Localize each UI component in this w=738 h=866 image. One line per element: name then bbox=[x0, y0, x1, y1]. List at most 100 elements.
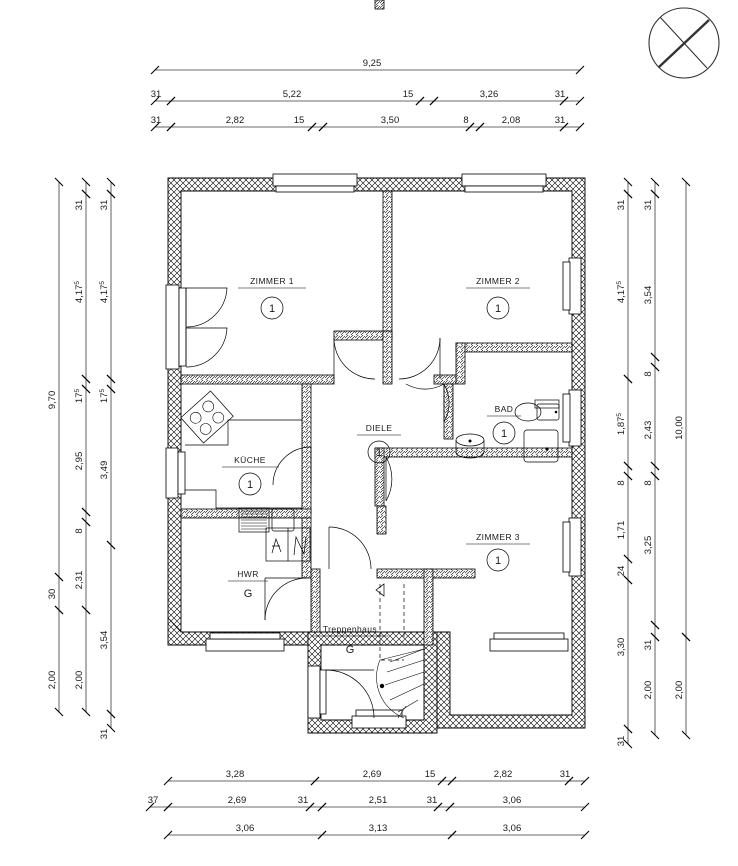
toilet-icon bbox=[514, 399, 560, 422]
dimension-label: 15 bbox=[425, 769, 436, 780]
dimension-label: 2,00 bbox=[74, 671, 85, 690]
door-zimmer2-diele bbox=[398, 337, 441, 380]
winder-staircase-icon bbox=[375, 583, 425, 719]
room-label-text: KÜCHE bbox=[234, 455, 266, 465]
dimension-label: 10,00 bbox=[674, 416, 685, 440]
dimension-label: 31 bbox=[427, 795, 438, 806]
door-kueche bbox=[272, 446, 312, 486]
window-bottom-porch bbox=[351, 709, 407, 729]
room-marker: 1 bbox=[247, 479, 253, 491]
room-label-text: ZIMMER 1 bbox=[250, 276, 294, 286]
dimension-label: 31 bbox=[616, 200, 627, 211]
room-label-text: BAD bbox=[495, 404, 514, 414]
dimension-label: 31 bbox=[555, 115, 566, 126]
dimension-label: 2,08 bbox=[502, 115, 521, 126]
door-diele-treppenhaus bbox=[328, 526, 372, 570]
interior-walls bbox=[180, 0, 573, 646]
room-label-text: ZIMMER 2 bbox=[476, 276, 520, 286]
fixtures bbox=[180, 390, 560, 719]
dimension-label: 2,95 bbox=[74, 452, 85, 471]
dimension-label: 3,30 bbox=[616, 638, 627, 657]
dimension-label: 15 bbox=[403, 89, 414, 100]
room-label-kueche: KÜCHE 1 bbox=[222, 455, 279, 496]
french-door-zimmer1 bbox=[165, 284, 228, 370]
dimension-label: 31 bbox=[298, 795, 309, 806]
washbasin-icon bbox=[455, 433, 485, 459]
dimension-label: 4,175 bbox=[616, 281, 627, 304]
room-label-bad: BAD 1 bbox=[487, 404, 521, 445]
dimension-label: 2,00 bbox=[674, 681, 685, 700]
dimension-label: 2,82 bbox=[494, 769, 513, 780]
dimension-label: 37 bbox=[148, 795, 159, 806]
room-marker: 1 bbox=[495, 303, 501, 315]
dimension-label: 2,51 bbox=[369, 795, 388, 806]
dimension-label: 31 bbox=[643, 640, 654, 651]
dimension-label: 31 bbox=[643, 200, 654, 211]
dimension-label: 2,31 bbox=[74, 571, 85, 590]
dimension-label: 3,06 bbox=[236, 823, 255, 834]
room-label-zimmer2: ZIMMER 2 1 bbox=[466, 276, 530, 320]
window-right-1 bbox=[562, 257, 582, 315]
dimension-label: 31 bbox=[560, 769, 571, 780]
dimension-label: 3,28 bbox=[226, 769, 245, 780]
dimension-label: 3,06 bbox=[503, 823, 522, 834]
window-top-1 bbox=[272, 173, 358, 193]
kitchen-stove-icon bbox=[180, 390, 234, 444]
dimension-label: 9,25 bbox=[363, 58, 382, 69]
dimension-label: 4,175 bbox=[74, 281, 85, 304]
dimension-label: 8 bbox=[463, 115, 468, 126]
dimension-label: 2,69 bbox=[228, 795, 247, 806]
window-right-3 bbox=[562, 517, 582, 577]
dimension-label: 3,26 bbox=[480, 89, 499, 100]
room-label-diele: DIELE 1 bbox=[357, 423, 401, 464]
shower-tray-icon bbox=[523, 429, 559, 463]
dimension-label: 2,00 bbox=[47, 671, 58, 690]
room-marker: G bbox=[346, 644, 355, 656]
window-bottom-2 bbox=[489, 632, 569, 652]
utility-meter-box-icon bbox=[265, 527, 311, 562]
room-marker: 1 bbox=[269, 303, 275, 315]
door-zimmer1-diele bbox=[333, 337, 376, 380]
window-porch-left bbox=[307, 665, 327, 719]
dimension-label: 3,49 bbox=[99, 461, 110, 480]
dimension-label: 5,22 bbox=[283, 89, 302, 100]
room-marker: 1 bbox=[376, 447, 382, 459]
dimension-label: 3,13 bbox=[369, 823, 388, 834]
dimension-label: 175 bbox=[74, 389, 85, 404]
dimension-label: 3,50 bbox=[381, 115, 400, 126]
dimension-label: 30 bbox=[47, 589, 58, 600]
dimension-label: 8 bbox=[616, 480, 627, 485]
windows bbox=[165, 173, 582, 729]
door-treppenhaus-entrance bbox=[325, 669, 375, 719]
dimension-label: 31 bbox=[74, 200, 85, 211]
room-marker: 1 bbox=[501, 428, 507, 440]
room-label-text: DIELE bbox=[366, 423, 393, 433]
dimension-label: 3,25 bbox=[643, 536, 654, 555]
window-top-2 bbox=[461, 173, 547, 193]
dimension-label: 31 bbox=[616, 736, 627, 747]
kitchen-sink-icon bbox=[238, 507, 295, 533]
dimension-label: 2,69 bbox=[363, 769, 382, 780]
room-label-hwr: HWR G bbox=[228, 569, 268, 600]
north-compass-icon bbox=[648, 7, 720, 79]
room-labels: ZIMMER 1 1 ZIMMER 2 1 ZIMMER 3 1 BAD 1 K… bbox=[222, 276, 530, 656]
window-right-2 bbox=[562, 389, 582, 447]
door-hwr bbox=[264, 577, 308, 621]
door-zimmer3 bbox=[385, 456, 393, 502]
dimension-label: 3,54 bbox=[643, 286, 654, 305]
dimension-label: 8 bbox=[74, 528, 85, 533]
room-label-zimmer1: ZIMMER 1 1 bbox=[238, 276, 306, 320]
dimension-label: 2,00 bbox=[643, 681, 654, 700]
room-marker: 1 bbox=[495, 555, 501, 567]
dimension-label: 9,70 bbox=[47, 391, 58, 410]
dimension-label: 31 bbox=[99, 729, 110, 740]
room-label-text: ZIMMER 3 bbox=[476, 532, 520, 542]
dimension-label: 4,175 bbox=[99, 281, 110, 304]
dimension-label: 31 bbox=[99, 200, 110, 211]
dimension-label: 3,06 bbox=[503, 795, 522, 806]
window-bottom-1 bbox=[205, 632, 285, 652]
dimension-label: 1,71 bbox=[616, 521, 627, 540]
dimension-label: 3,54 bbox=[99, 631, 110, 650]
room-label-zimmer3: ZIMMER 3 1 bbox=[466, 532, 530, 572]
